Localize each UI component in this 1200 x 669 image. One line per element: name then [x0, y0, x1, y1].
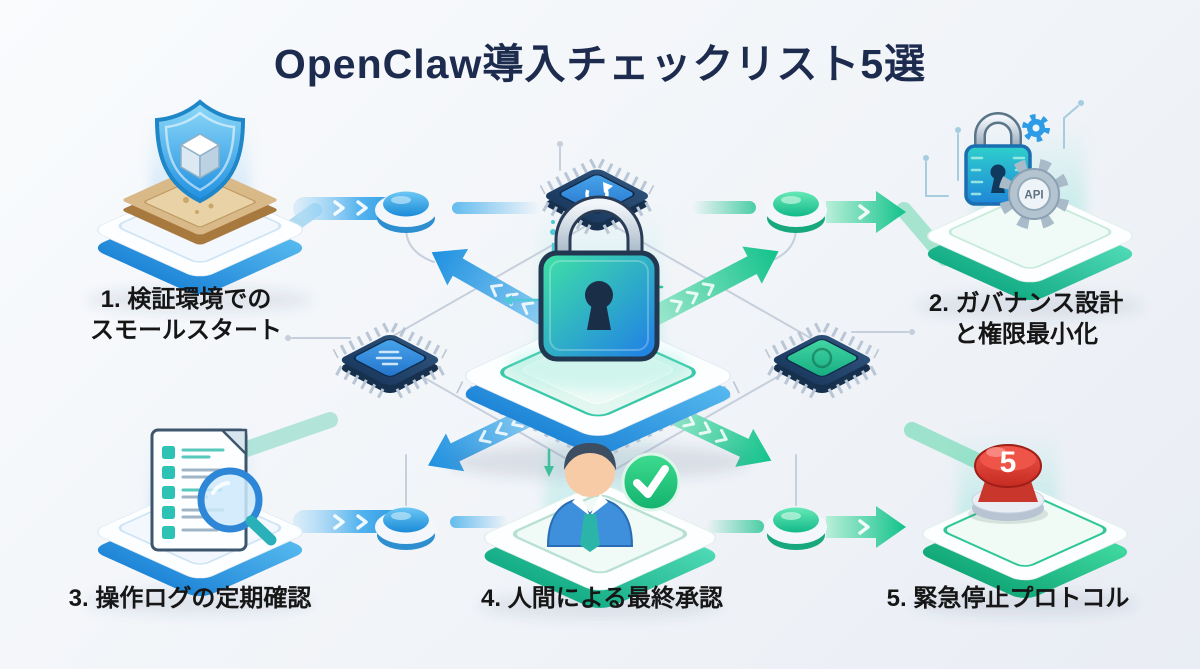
- flow-band-bottom-left: [293, 507, 508, 550]
- item-4-label: 4. 人間による最終承認: [481, 585, 723, 612]
- lock-icon: [538, 195, 660, 362]
- circuit-decor: [923, 100, 1084, 197]
- chip-left: [329, 322, 451, 399]
- checkbox-list: [162, 446, 175, 539]
- log-document-magnifier-icon: [88, 428, 312, 615]
- sandbox-shield-icon: [88, 99, 312, 313]
- person-avatar: [546, 443, 634, 552]
- emergency-button-number: 5: [1000, 446, 1017, 479]
- arrow-to-top-right: [623, 246, 779, 339]
- item-2-label-line-1: 2. ガバナンス設計: [928, 290, 1124, 317]
- node-button-green-top: [765, 191, 827, 233]
- page-title: OpenClaw導入チェックリスト5選: [273, 41, 927, 87]
- item-1-label: 1. 検証環境での スモールスタート: [90, 284, 282, 346]
- shield-icon: [154, 99, 246, 204]
- item-2-label: 2. ガバナンス設計 と権限最小化: [929, 288, 1123, 350]
- emergency-stop-button-icon: 5: [913, 444, 1137, 617]
- api-lock-gear-icon: API: [918, 100, 1142, 319]
- check-badge-icon: [621, 452, 681, 512]
- item-5-label: 5. 緊急停止プロトコル: [886, 585, 1130, 612]
- human-approval-check-icon: [480, 443, 720, 619]
- chip-logo-icon: [811, 347, 833, 369]
- chip-right: [761, 322, 883, 399]
- item-1-label-line-2: スモールスタート: [90, 317, 282, 344]
- api-gear-icon: API: [998, 158, 1070, 230]
- item-3-label: 3. 操作ログの定期確認: [68, 585, 312, 612]
- flow-band-bottom-right: [706, 506, 906, 550]
- api-gear-label: API: [1024, 190, 1043, 202]
- small-gear-icon: [1022, 114, 1050, 142]
- node-button-blue-top: [375, 191, 437, 233]
- red-button: 5: [968, 444, 1048, 524]
- node-button-blue-bottom: [375, 507, 437, 550]
- item-1-label-line-1: 1. 検証環境での: [100, 286, 272, 313]
- magnifier-icon: [197, 467, 277, 546]
- code-lines-icon: [375, 350, 403, 366]
- flow-band-top-right: [692, 191, 906, 233]
- flow-band-top-left: [293, 191, 540, 233]
- cube-icon: [180, 133, 220, 179]
- item-2-label-line-2: と権限最小化: [953, 321, 1098, 348]
- node-button-green-bottom: [765, 507, 827, 550]
